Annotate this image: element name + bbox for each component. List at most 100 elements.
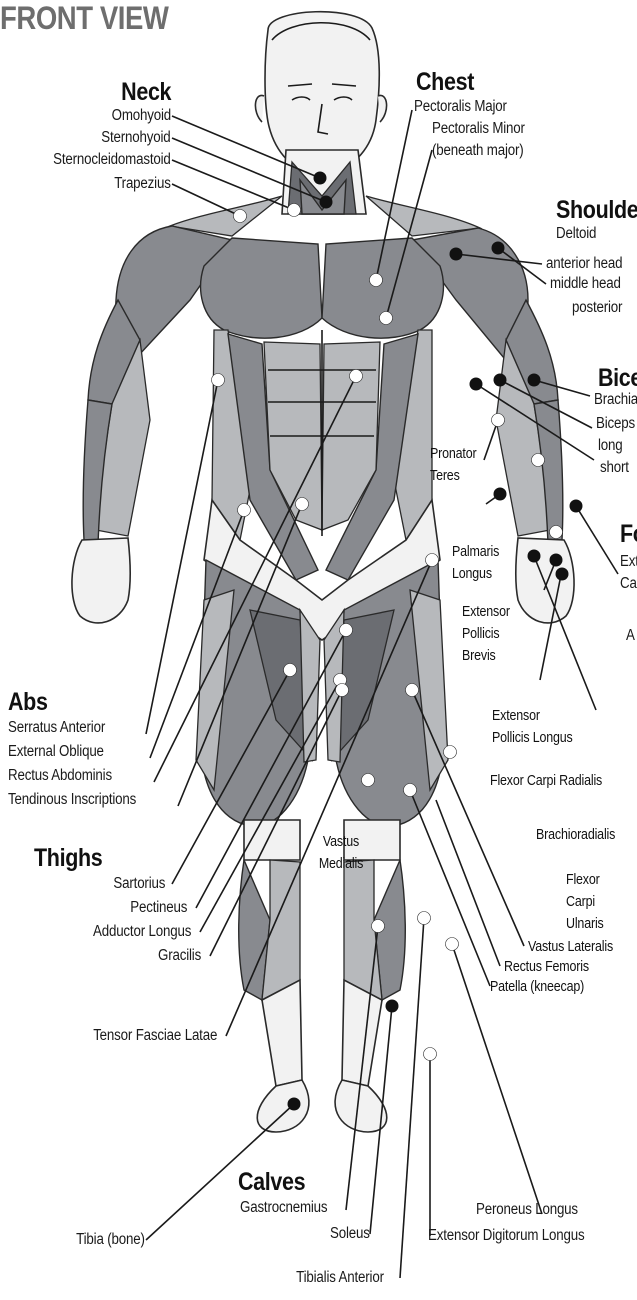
dot-serratus bbox=[212, 374, 225, 387]
dot-deltoid-middle bbox=[492, 242, 505, 255]
label-long-head: long bbox=[598, 438, 623, 454]
label-ext-pollicis-longus-2: Pollicis Longus bbox=[492, 730, 573, 747]
dot-peroneus bbox=[446, 938, 459, 951]
group-shoulders: Shoulders bbox=[556, 198, 637, 223]
label-gracilis: Gracilis bbox=[158, 948, 201, 964]
label-extensor-digitorum-longus: Extensor Digitorum Longus bbox=[428, 1228, 584, 1244]
dot-tendinous bbox=[296, 498, 309, 511]
dot-ext-oblique bbox=[238, 504, 251, 517]
chest bbox=[201, 238, 444, 338]
label-external-oblique: External Oblique bbox=[8, 744, 104, 760]
abdomen bbox=[212, 330, 432, 580]
label-omohyoid: Omohyoid bbox=[112, 108, 171, 124]
dot-sternocleidomastoid bbox=[288, 204, 301, 217]
label-gastrocnemius: Gastrocnemius bbox=[240, 1200, 327, 1216]
label-rectus-abdominis: Rectus Abdominis bbox=[8, 768, 112, 784]
label-teres: Teres bbox=[430, 468, 460, 485]
label-brachioradialis: Brachioradialis bbox=[536, 828, 615, 843]
label-flexor-carpi-radialis: Flexor Carpi Radialis bbox=[490, 774, 602, 789]
group-calves: Calves bbox=[238, 1170, 305, 1195]
label-tensor-fasciae-latae: Tensor Fasciae Latae bbox=[93, 1028, 217, 1044]
dot-vastus-medialis bbox=[362, 774, 375, 787]
label-pectoralis-major: Pectoralis Major bbox=[414, 99, 507, 115]
label-peroneus-longus: Peroneus Longus bbox=[476, 1202, 578, 1218]
label-tibialis-anterior: Tibialis Anterior bbox=[280, 1270, 400, 1286]
label-short-head: short bbox=[600, 460, 629, 476]
dot-gastrocnemius bbox=[372, 920, 385, 933]
dot-rectus-abdominis bbox=[350, 370, 363, 383]
dot-pectineus bbox=[340, 624, 353, 637]
dot-pronator-teres bbox=[492, 414, 505, 427]
dot-biceps-long bbox=[494, 374, 507, 387]
group-forearms: Forearms bbox=[620, 522, 637, 547]
dot-vastus-lateralis bbox=[406, 684, 419, 697]
label-posterior: posterior bbox=[572, 300, 622, 316]
dot-deltoid-anterior bbox=[450, 248, 463, 261]
label-deltoid: Deltoid bbox=[556, 226, 596, 242]
label-fcu-3: Ulnaris bbox=[566, 916, 604, 933]
label-pectineus: Pectineus bbox=[130, 900, 187, 916]
dot-biceps-short bbox=[470, 378, 483, 391]
label-soleus: Soleus bbox=[330, 1226, 370, 1242]
page-title: FRONT VIEW bbox=[0, 2, 168, 34]
label-a-fragment: A bbox=[626, 628, 635, 644]
label-ext-pollicis-longus-1: Extensor bbox=[492, 708, 540, 725]
dot-fcu bbox=[532, 454, 545, 467]
label-palmaris-longus: Longus bbox=[452, 566, 492, 583]
dot-ext-digitorum bbox=[424, 1048, 437, 1061]
group-chest: Chest bbox=[416, 70, 474, 95]
label-pronator: Pronator bbox=[430, 446, 476, 463]
label-sternohyoid: Sternohyoid bbox=[102, 130, 171, 146]
label-vastus-medialis-1: Vastus bbox=[316, 834, 366, 851]
label-sartorius: Sartorius bbox=[113, 876, 165, 892]
group-abs: Abs bbox=[8, 690, 48, 715]
dot-tibia bbox=[288, 1098, 301, 1111]
label-rectus-femoris: Rectus Femoris bbox=[504, 960, 589, 975]
label-sternocleidomastoid: Sternocleidomastoid bbox=[53, 152, 171, 168]
label-patella: Patella (kneecap) bbox=[490, 980, 584, 995]
dot-pectoralis-minor bbox=[380, 312, 393, 325]
dot-rectus-femoris bbox=[444, 746, 457, 759]
label-vastus-medialis-2: Medialis bbox=[316, 856, 366, 873]
dot-forearm-extensor bbox=[570, 500, 583, 513]
label-vastus-lateralis: Vastus Lateralis bbox=[528, 940, 613, 955]
label-ext-pollicis-brevis-1: Extensor bbox=[462, 604, 510, 621]
label-serratus-anterior: Serratus Anterior bbox=[8, 720, 105, 736]
dot-ext-pollicis-brevis bbox=[550, 554, 563, 567]
label-adductor-longus: Adductor Longus bbox=[93, 924, 191, 940]
label-ext-pollicis-brevis-3: Brevis bbox=[462, 648, 496, 665]
label-carpi: Carpi bbox=[620, 576, 637, 592]
group-biceps: Biceps bbox=[598, 366, 637, 391]
label-tibia: Tibia (bone) bbox=[76, 1232, 145, 1248]
dot-pectoralis-major bbox=[370, 274, 383, 287]
label-middle-head: middle head bbox=[550, 276, 621, 292]
group-neck: Neck bbox=[121, 80, 171, 105]
label-trapezius: Trapezius bbox=[115, 176, 171, 192]
group-thighs: Thighs bbox=[34, 846, 102, 871]
label-palmaris: Palmaris bbox=[452, 544, 499, 561]
label-anterior-head: anterior head bbox=[546, 256, 622, 272]
dot-omohyoid bbox=[314, 172, 327, 185]
dot-tibialis bbox=[418, 912, 431, 925]
dot-brachioradialis bbox=[550, 526, 563, 539]
dot-tfl bbox=[426, 554, 439, 567]
dot-patella bbox=[404, 784, 417, 797]
label-pectoralis-minor: Pectoralis Minor bbox=[432, 121, 525, 137]
label-ext-pollicis-brevis-2: Pollicis bbox=[462, 626, 499, 643]
dot-palmaris-longus bbox=[494, 488, 507, 501]
dot-trapezius bbox=[234, 210, 247, 223]
label-fcu-2: Carpi bbox=[566, 894, 595, 911]
dot-sartorius bbox=[284, 664, 297, 677]
label-brachialis: Brachialis bbox=[594, 392, 637, 408]
label-fcu-1: Flexor bbox=[566, 872, 600, 889]
dot-brachialis bbox=[528, 374, 541, 387]
label-tendinous-inscriptions: Tendinous Inscriptions bbox=[8, 792, 136, 808]
dot-soleus bbox=[386, 1000, 399, 1013]
dot-ext-pollicis-longus bbox=[556, 568, 569, 581]
dot-flexor-carpi-radialis bbox=[528, 550, 541, 563]
dot-gracilis bbox=[336, 684, 349, 697]
dot-sternohyoid bbox=[320, 196, 333, 209]
label-biceps-brachii: Biceps bbox=[596, 416, 635, 432]
